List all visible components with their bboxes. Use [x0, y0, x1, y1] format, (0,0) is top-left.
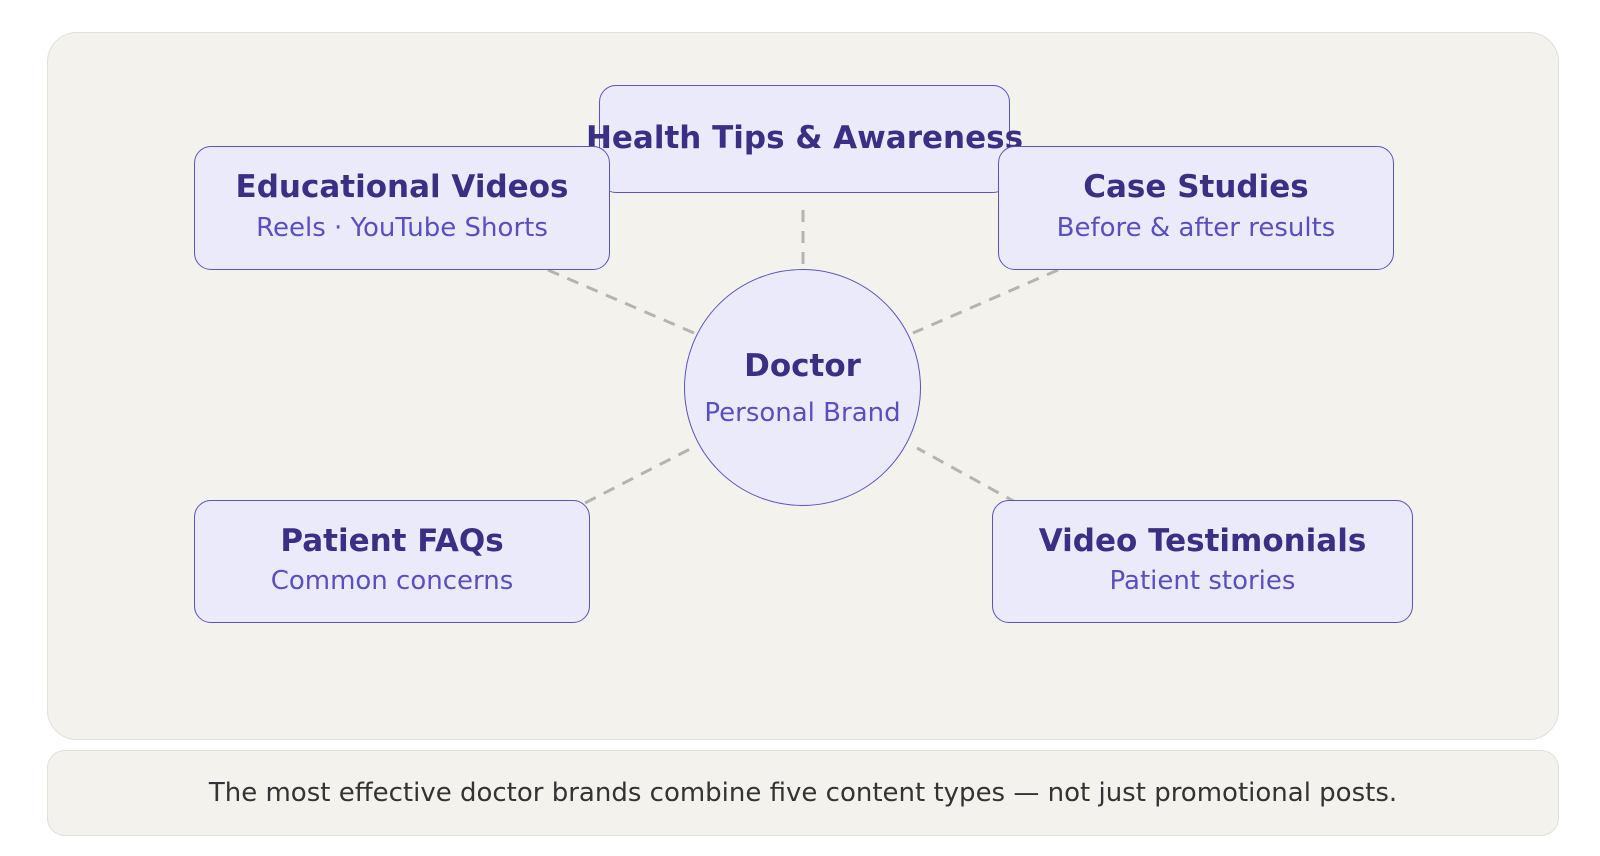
caption-box: The most effective doctor brands combine…	[47, 750, 1559, 836]
node-patient-faqs: Patient FAQs Common concerns	[194, 500, 590, 623]
center-node-title: Doctor	[744, 347, 861, 384]
center-node-subtitle: Personal Brand	[704, 397, 901, 428]
node-video-testimonials-subtitle: Patient stories	[1109, 566, 1296, 597]
connector-educational	[547, 268, 695, 335]
node-educational-videos-title: Educational Videos	[235, 169, 569, 206]
center-node-doctor: Doctor Personal Brand	[684, 269, 921, 506]
connector-case-studies	[912, 268, 1059, 335]
connector-testimonials	[916, 446, 1018, 505]
node-patient-faqs-subtitle: Common concerns	[270, 566, 514, 597]
node-health-tips: Health Tips & Awareness	[586, 85, 1023, 193]
node-case-studies-subtitle: Before & after results	[1056, 212, 1336, 243]
node-case-studies-title: Case Studies	[1083, 169, 1309, 206]
node-educational-videos-subtitle: Reels · YouTube Shorts	[256, 212, 548, 243]
connector-faqs	[584, 446, 693, 505]
node-case-studies: Case Studies Before & after results	[998, 146, 1394, 270]
node-video-testimonials: Video Testimonials Patient stories	[992, 500, 1413, 623]
node-patient-faqs-title: Patient FAQs	[280, 522, 504, 559]
node-video-testimonials-title: Video Testimonials	[1038, 522, 1367, 559]
node-health-tips-title: Health Tips & Awareness	[585, 120, 1024, 157]
node-educational-videos: Educational Videos Reels · YouTube Short…	[194, 146, 610, 270]
caption-text: The most effective doctor brands combine…	[208, 778, 1398, 808]
